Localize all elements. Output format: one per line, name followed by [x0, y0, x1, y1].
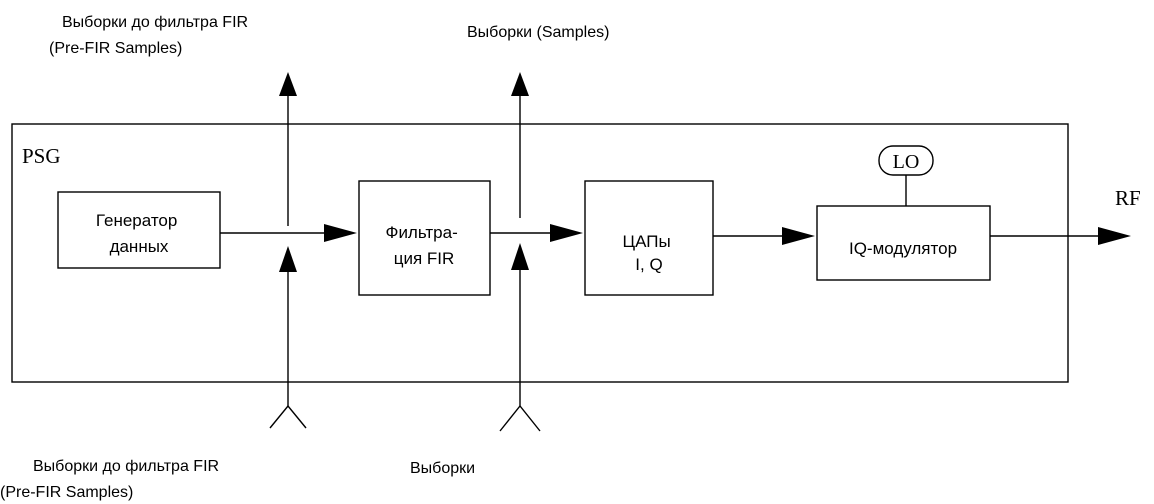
iq-modulator-block: IQ-модулятор: [816, 205, 991, 281]
psg-enclosure: [11, 123, 1069, 383]
psg-label: PSG: [22, 144, 61, 168]
samples-input-antenna-icon: [499, 404, 541, 432]
lo-label: LO: [893, 151, 920, 173]
iq-modulator-label: IQ-модулятор: [849, 239, 957, 258]
data-generator-label-line1: Генератор: [96, 211, 177, 230]
svg-text:ЦАПы I, Q: ЦАПы I, Q: [623, 232, 676, 274]
pre-fir-output-label-line2: (Pre-FIR Samples): [49, 40, 182, 57]
dac-label-line2: I, Q: [635, 255, 662, 274]
pre-fir-output-tap: [279, 72, 297, 226]
data-generator-label-line2: данных: [110, 237, 169, 256]
arrow-dac-to-iq-modulator: [713, 227, 815, 245]
dac-label-line1: ЦАПы: [623, 232, 671, 251]
data-generator-block: Генератор данных: [57, 191, 221, 269]
samples-input-label: Выборки: [410, 460, 475, 477]
fir-filter-label-line1: Фильтра-: [386, 223, 458, 242]
pre-fir-input-tap: [269, 246, 307, 429]
pre-fir-input-label-line2: (Pre-FIR Samples): [0, 484, 133, 501]
rf-label: RF: [1115, 186, 1141, 210]
arrow-rf-output: [990, 227, 1131, 245]
arrow-fir-to-dac: [490, 224, 583, 242]
fir-filter-block: Фильтра- ция FIR: [358, 180, 491, 296]
samples-output-tap: [511, 72, 529, 218]
samples-output-label: Выборки (Samples): [467, 24, 609, 41]
svg-text:Выборки до фильтра FIR (Pr: Выборки до фильтра FIR (Pre-FIR Samples): [49, 14, 253, 57]
svg-text:Генератор данных: Генератор данных: [96, 211, 182, 256]
dac-block: ЦАПы I, Q: [584, 180, 714, 296]
fir-filter-label-line2: ция FIR: [394, 249, 455, 268]
samples-input-tap: [499, 243, 541, 432]
pre-fir-input-antenna-icon: [269, 404, 307, 429]
pre-fir-output-label-line1: Выборки до фильтра FIR: [62, 14, 248, 31]
pre-fir-input-label-line1: Выборки до фильтра FIR: [33, 458, 219, 475]
svg-text:Фильтра- ция FIR: Фильтра- ция FIR: [386, 223, 463, 268]
svg-text:Выборки до фильтра FIR (Pr: Выборки до фильтра FIR (Pre-FIR Samples): [0, 458, 224, 501]
arrow-generator-to-fir: [220, 224, 357, 242]
local-oscillator: LO: [878, 145, 934, 206]
